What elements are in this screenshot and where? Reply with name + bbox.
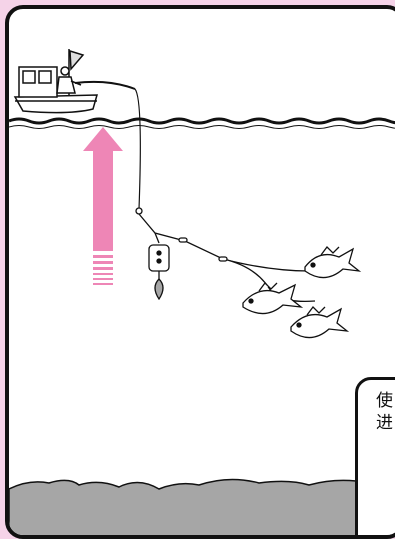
fishing-scene: [9, 49, 395, 535]
fisherman-icon: [56, 66, 82, 94]
sinker-icon: [148, 244, 170, 301]
boat-icon: [13, 49, 99, 114]
illustration-panel: 使进: [5, 5, 395, 539]
speech-bubble: 使进: [355, 377, 395, 535]
fish-icon: [290, 306, 350, 339]
up-arrow-icon: [83, 127, 123, 285]
seabed: [9, 478, 395, 535]
fishing-rod: [74, 80, 136, 90]
fishing-line: [134, 88, 141, 210]
water-surface-ripple: [9, 125, 395, 129]
fish-icon: [304, 246, 362, 279]
fish-icon: [242, 282, 304, 315]
water-surface: [9, 117, 395, 125]
callout-text: 使进: [376, 391, 393, 433]
